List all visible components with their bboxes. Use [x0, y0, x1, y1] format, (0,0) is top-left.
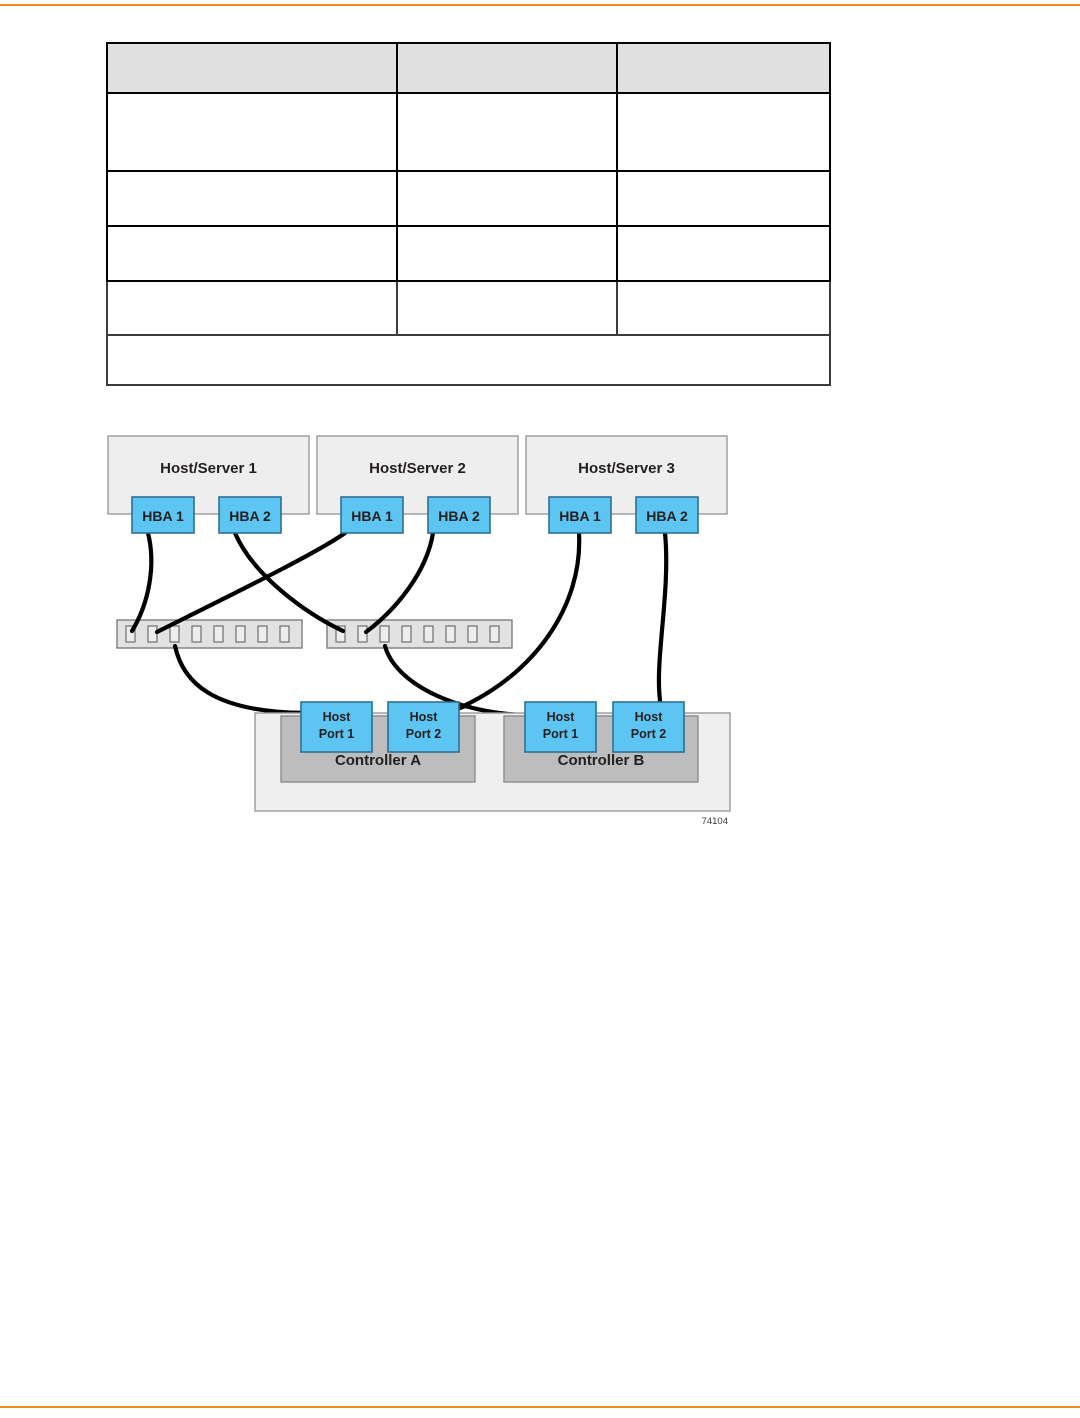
- table-footnote-row: [106, 334, 831, 386]
- controller-b-host-port-1-label-line2: Port 1: [543, 727, 578, 741]
- table-row: [106, 225, 831, 282]
- table-row: [106, 280, 831, 336]
- switch-2-port-3[interactable]: [379, 625, 390, 643]
- switch-1-port-1[interactable]: [125, 625, 136, 643]
- table-cell: [616, 92, 831, 172]
- controller-b-host-port-1-box[interactable]: [524, 701, 597, 753]
- controller-b-host-port-2[interactable]: Host Port 2: [612, 701, 685, 753]
- table-cell: [396, 170, 618, 227]
- controller-a-host-port-2[interactable]: Host Port 2: [387, 701, 460, 753]
- host2-hba2-box[interactable]: [427, 496, 491, 534]
- host3-hba1-label: HBA 1: [559, 508, 601, 524]
- cable-host2hba1-to-switch1port2: [154, 530, 348, 635]
- spec-table: [106, 42, 831, 386]
- table-header-cell-1: [106, 42, 398, 94]
- controller-a-host-port-1-label-line1: Host: [323, 710, 352, 724]
- table-cell: [616, 170, 831, 227]
- cable-host2hba2-to-switch2port2: [363, 530, 436, 635]
- host3-hba2[interactable]: HBA 2: [635, 496, 699, 534]
- table-row: [106, 170, 831, 227]
- host3-hba1-box[interactable]: [548, 496, 612, 534]
- switch-1-port-7[interactable]: [257, 625, 268, 643]
- controller-a-host-port-2-label-line2: Port 2: [406, 727, 441, 741]
- controller-a-label: Controller A: [335, 752, 421, 769]
- host3-hba2-box[interactable]: [635, 496, 699, 534]
- table-row: [106, 92, 831, 172]
- page-bottom-rule: [0, 1406, 1080, 1408]
- switch-1-port-5[interactable]: [213, 625, 224, 643]
- switch-2-port-8[interactable]: [489, 625, 500, 643]
- cable-host1hba2-to-switch2port1: [232, 530, 346, 634]
- host2-hba2-label: HBA 2: [438, 508, 480, 524]
- table-cell: [616, 225, 831, 282]
- table-cell: [106, 225, 398, 282]
- host1-hba2-label: HBA 2: [229, 508, 271, 524]
- host2-hba1-label: HBA 1: [351, 508, 393, 524]
- host-server-1-label: Host/Server 1: [160, 460, 257, 477]
- controller-a-host-port-1-box[interactable]: [300, 701, 373, 753]
- table-cell: [396, 92, 618, 172]
- switch-2-port-2[interactable]: [357, 625, 368, 643]
- table-cell: [106, 170, 398, 227]
- controller-b-label: Controller B: [558, 752, 645, 769]
- table-footnote-cell: [106, 334, 831, 386]
- controller-a-host-port-2-box[interactable]: [387, 701, 460, 753]
- switch-2-port-5[interactable]: [423, 625, 434, 643]
- controller-b-host-port-1[interactable]: Host Port 1: [524, 701, 597, 753]
- table-cell: [616, 280, 831, 336]
- cable-host3hba1-to-ctrlA-hostport2: [454, 530, 582, 712]
- controller-b-host-port-2-label-line2: Port 2: [631, 727, 666, 741]
- table-cell: [106, 280, 398, 336]
- switch-1-port-3[interactable]: [169, 625, 180, 643]
- host1-hba1[interactable]: HBA 1: [131, 496, 195, 534]
- table-header-cell-2: [396, 42, 618, 94]
- host2-hba1[interactable]: HBA 1: [340, 496, 404, 534]
- cable-switch1port3-to-ctrlA-hostport1: [172, 643, 304, 716]
- host-server-2-label: Host/Server 2: [369, 460, 466, 477]
- switch-2-port-7[interactable]: [467, 625, 478, 643]
- controller-a-host-port-2-label-line1: Host: [410, 710, 439, 724]
- switch-1-port-6[interactable]: [235, 625, 246, 643]
- table-cell: [396, 280, 618, 336]
- san-cabling-diagram: Host/Server 1 Host/Server 2 Host/Server …: [105, 425, 745, 835]
- cable-host1hba1-to-switch1port1: [129, 530, 154, 634]
- table-cell: [106, 92, 398, 172]
- switch-2[interactable]: [326, 619, 513, 649]
- host1-hba2-box[interactable]: [218, 496, 282, 534]
- page-top-rule: [0, 4, 1080, 6]
- controller-b-host-port-2-box[interactable]: [612, 701, 685, 753]
- table-cell: [396, 225, 618, 282]
- switch-2-port-6[interactable]: [445, 625, 456, 643]
- host1-hba1-box[interactable]: [131, 496, 195, 534]
- host1-hba2[interactable]: HBA 2: [218, 496, 282, 534]
- host3-hba1[interactable]: HBA 1: [548, 496, 612, 534]
- table-header-row: [106, 42, 831, 94]
- host-server-3-label: Host/Server 3: [578, 460, 675, 477]
- cable-host3hba2-to-ctrlB-hostport2: [656, 530, 669, 710]
- table-header-cell-3: [616, 42, 831, 94]
- switch-1-port-2[interactable]: [147, 625, 158, 643]
- switch-2-port-1[interactable]: [335, 625, 346, 643]
- controller-b-host-port-1-label-line1: Host: [547, 710, 576, 724]
- switch-1-body: [116, 619, 303, 649]
- controller-b-host-port-2-label-line1: Host: [635, 710, 664, 724]
- controller-a-host-port-1-label-line2: Port 1: [319, 727, 354, 741]
- figure-number: 74104: [702, 816, 728, 827]
- switch-1[interactable]: [116, 619, 303, 649]
- controller-a-host-port-1[interactable]: Host Port 1: [300, 701, 373, 753]
- host2-hba2[interactable]: HBA 2: [427, 496, 491, 534]
- host1-hba1-label: HBA 1: [142, 508, 184, 524]
- host2-hba1-box[interactable]: [340, 496, 404, 534]
- host3-hba2-label: HBA 2: [646, 508, 688, 524]
- switch-1-port-4[interactable]: [191, 625, 202, 643]
- switch-2-port-4[interactable]: [401, 625, 412, 643]
- switch-1-port-8[interactable]: [279, 625, 290, 643]
- switch-2-body: [326, 619, 513, 649]
